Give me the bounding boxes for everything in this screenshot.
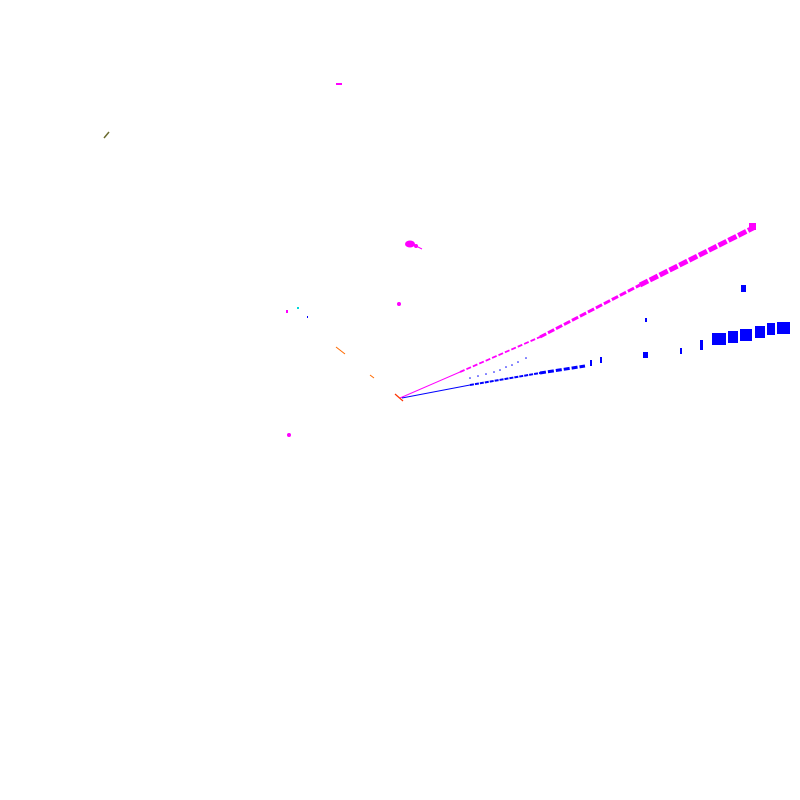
magenta-cluster — [405, 240, 423, 250]
fragment-left — [103, 131, 110, 139]
fragment-center — [397, 302, 401, 306]
blue-streak — [401, 285, 790, 399]
fragment-lower-left — [287, 433, 291, 437]
fragment-small-blue — [307, 316, 308, 318]
scattered-fragments — [103, 83, 401, 437]
blue-dotted-streak — [469, 357, 527, 379]
orange-streak — [335, 346, 404, 402]
fragment-top — [336, 83, 342, 85]
fragment-small-magenta — [286, 310, 288, 313]
magenta-streak — [399, 223, 757, 399]
fragment-cyan — [297, 307, 299, 309]
